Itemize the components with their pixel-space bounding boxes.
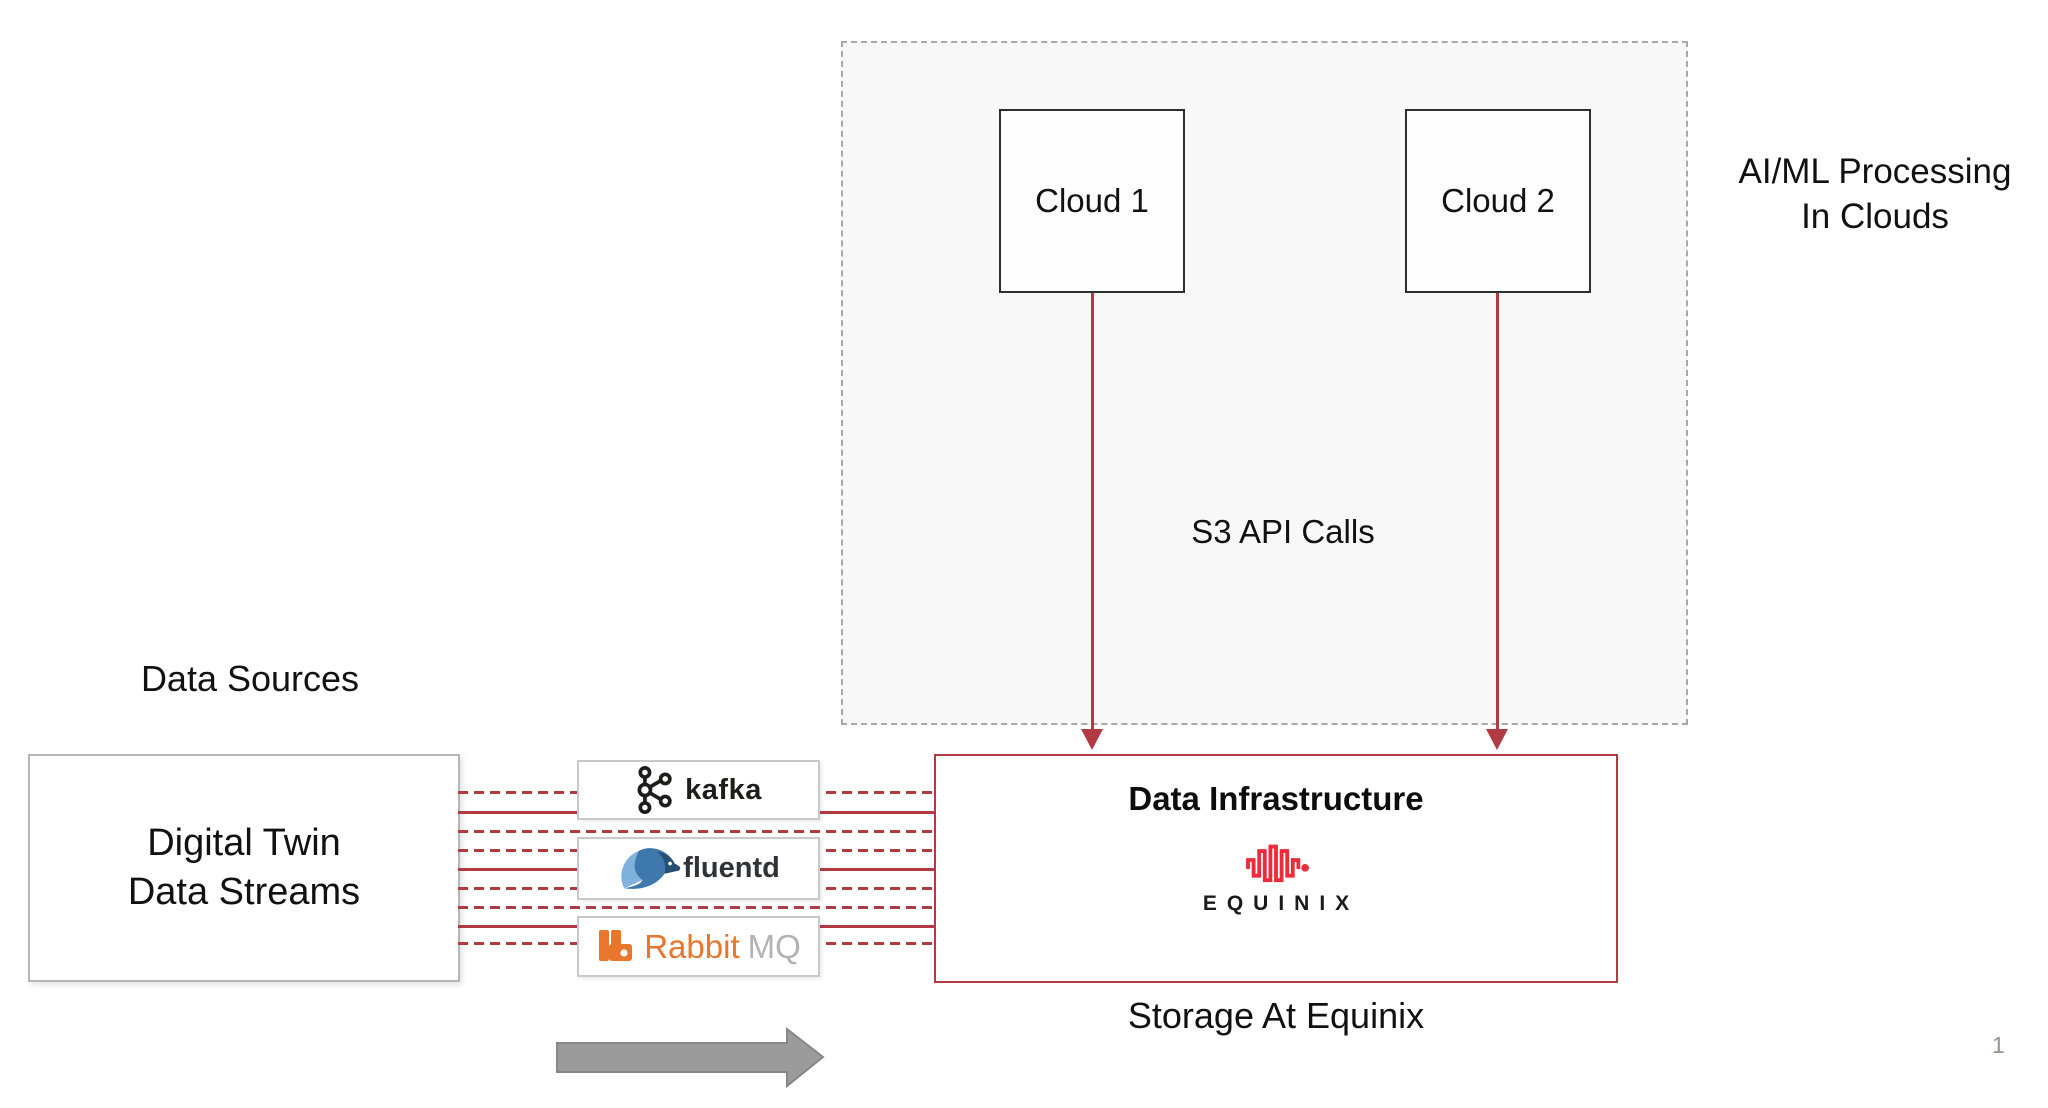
rabbitmq-label-rabbit: Rabbit <box>644 927 740 965</box>
flow-direction-arrow-icon <box>556 1026 825 1089</box>
kafka-icon <box>637 766 672 814</box>
digital-twin-box: Digital Twin Data Streams <box>28 754 460 982</box>
connector-line-7 <box>458 906 936 909</box>
fluentd-icon <box>621 847 681 889</box>
rabbitmq-icon <box>599 929 633 961</box>
aiml-caption-line1: AI/ML Processing <box>1738 152 2012 191</box>
aiml-caption: AI/ML Processing In Clouds <box>1700 150 2048 240</box>
data-infrastructure-box: Data Infrastructure EQUINIX <box>934 754 1618 983</box>
cloud1-box: Cloud 1 <box>999 109 1185 293</box>
fluentd-box: fluentd <box>577 837 820 900</box>
arrow-head-icon <box>1486 729 1508 750</box>
equinix-logo-text: EQUINIX <box>1202 892 1360 915</box>
data-sources-heading: Data Sources <box>140 658 360 699</box>
s3-api-calls-label: S3 API Calls <box>1191 513 1375 550</box>
equinix-logo-icon <box>1246 844 1309 883</box>
digital-twin-label-line2: Data Streams <box>127 871 361 913</box>
cloud1-to-storage-arrow <box>1081 293 1103 750</box>
cloud1-label: Cloud 1 <box>1035 182 1149 219</box>
aiml-caption-line2: In Clouds <box>1801 196 1949 236</box>
cloud2-label: Cloud 2 <box>1441 182 1555 219</box>
fluentd-label: fluentd <box>683 852 780 884</box>
kafka-label: kafka <box>685 773 762 806</box>
rabbitmq-label-mq: MQ <box>747 927 801 965</box>
connector-line-3 <box>458 830 936 833</box>
page-number: 1 <box>1992 1032 2005 1058</box>
data-infrastructure-title: Data Infrastructure <box>1128 780 1424 817</box>
arrow-head-icon <box>1081 729 1103 750</box>
digital-twin-label-line1: Digital Twin <box>147 821 341 864</box>
cloud2-to-storage-arrow <box>1486 293 1508 750</box>
kafka-box: kafka <box>577 760 820 820</box>
storage-caption: Storage At Equinix <box>1127 995 1425 1036</box>
cloud2-box: Cloud 2 <box>1405 109 1591 293</box>
